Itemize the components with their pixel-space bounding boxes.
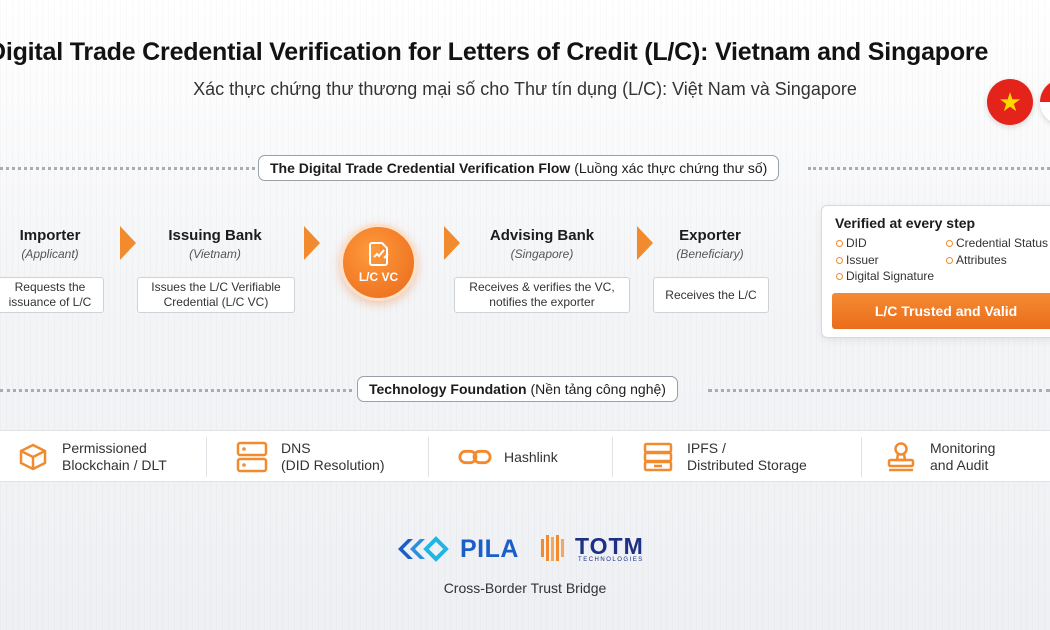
stage-importer-description: Requests the issuance of L/C	[0, 277, 104, 313]
tech-section-title: Technology Foundation	[369, 381, 527, 397]
tech-divider	[612, 437, 613, 477]
page-title: Digital Trade Credential Verification fo…	[0, 38, 989, 66]
check-icon	[836, 272, 843, 280]
tech-section-title-vi: (Nền tảng công nghệ)	[530, 381, 666, 397]
hashlink-chain-icon	[458, 440, 492, 474]
page-subtitle: Xác thực chứng thư thương mại số cho Thư…	[193, 79, 857, 99]
divider-left	[0, 167, 255, 170]
stage-subtitle: (Beneficiary)	[676, 247, 744, 261]
certificate-icon	[368, 242, 389, 266]
ipfs-storage-icon	[641, 440, 675, 474]
totm-logo: TOTM TECHNOLOGIES	[539, 533, 644, 565]
verification-title: Verified at every step	[835, 215, 976, 231]
monitoring-stamp-icon	[884, 440, 918, 474]
tech-divider	[428, 437, 429, 477]
totm-logo-subtext: TECHNOLOGIES	[578, 557, 644, 563]
tech-label: Hashlink	[504, 448, 558, 465]
tech-divider	[861, 437, 862, 477]
check-item: Issuer	[836, 253, 879, 267]
stage-issuing-bank: Issuing Bank (Vietnam)	[150, 227, 280, 261]
stage-subtitle: (Applicant)	[21, 247, 79, 261]
lc-vc-credential: L/C VC	[340, 224, 417, 301]
stage-title: Exporter	[679, 227, 741, 244]
check-icon	[946, 239, 953, 247]
check-icon	[946, 256, 953, 264]
footer-tagline: Cross-Border Trust Bridge	[443, 580, 607, 596]
tech-section-pill: Technology Foundation (Nền tảng công ngh…	[357, 376, 678, 402]
tech-divider	[206, 437, 207, 477]
vietnam-flag-icon: ★	[987, 79, 1033, 125]
stage-title: Importer	[19, 227, 81, 244]
tech-item: IPFS / Distributed Storage	[641, 431, 807, 483]
flow-arrow-icon	[444, 226, 460, 260]
tech-item: Hashlink	[458, 431, 558, 483]
check-item: Credential Status	[946, 236, 1048, 250]
stage-advising-bank-description: Receives & verifies the VC, notifies the…	[454, 277, 630, 313]
pila-logo-text: PILA	[460, 534, 519, 563]
stage-title: Advising Bank	[489, 227, 595, 244]
check-icon	[836, 239, 843, 247]
tech-item: Monitoring and Audit	[884, 431, 995, 483]
tech-label: Monitoring and Audit	[930, 440, 996, 473]
divider-right	[808, 167, 1050, 170]
stage-exporter: Exporter (Beneficiary)	[660, 227, 760, 261]
check-item: Digital Signature	[836, 269, 934, 283]
flow-arrow-icon	[637, 226, 653, 260]
check-item: DID	[836, 236, 867, 250]
stage-importer: Importer (Applicant)	[0, 227, 110, 261]
divider-left	[0, 389, 352, 392]
flow-arrow-icon	[304, 226, 320, 260]
tech-item: DNS (DID Resolution)	[235, 431, 384, 483]
pila-logo: PILA	[396, 533, 519, 565]
pila-mark-icon	[398, 536, 449, 562]
flag-star-icon: ★	[998, 87, 1022, 117]
stage-subtitle: (Vietnam)	[189, 247, 241, 261]
stage-advising-bank: Advising Bank (Singapore)	[472, 227, 612, 261]
dns-server-icon	[235, 440, 269, 474]
divider-right	[708, 389, 1050, 392]
flow-section-title-vi: (Luồng xác thực chứng thư số)	[574, 160, 768, 176]
verification-card: Verified at every step DID Issuer Digita…	[821, 205, 1050, 338]
flow-section-pill: The Digital Trade Credential Verificatio…	[258, 155, 780, 181]
trusted-valid-badge: L/C Trusted and Valid	[832, 293, 1050, 329]
credential-label: L/C VC	[358, 270, 399, 284]
check-item: Attributes	[946, 253, 1007, 267]
singapore-flag-icon	[1040, 79, 1050, 125]
totm-logo-text: TOTM	[575, 533, 644, 559]
blockchain-cube-icon	[16, 440, 50, 474]
flow-section-title: The Digital Trade Credential Verificatio…	[270, 160, 571, 176]
flow-arrow-icon	[120, 226, 136, 260]
stage-exporter-description: Receives the L/C	[653, 277, 769, 313]
stage-issuing-bank-description: Issues the L/C Verifiable Credential (L/…	[137, 277, 295, 313]
tech-label: Permissioned Blockchain / DLT	[62, 440, 167, 473]
check-icon	[836, 256, 843, 264]
technology-strip: Permissioned Blockchain / DLT DNS (DID R…	[0, 430, 1050, 482]
tech-label: IPFS / Distributed Storage	[687, 440, 807, 473]
tech-label: DNS (DID Resolution)	[281, 440, 385, 473]
tech-item: Permissioned Blockchain / DLT	[16, 431, 167, 483]
stage-subtitle: (Singapore)	[510, 247, 574, 261]
stage-title: Issuing Bank	[168, 227, 262, 244]
totm-mark-icon	[541, 535, 564, 561]
